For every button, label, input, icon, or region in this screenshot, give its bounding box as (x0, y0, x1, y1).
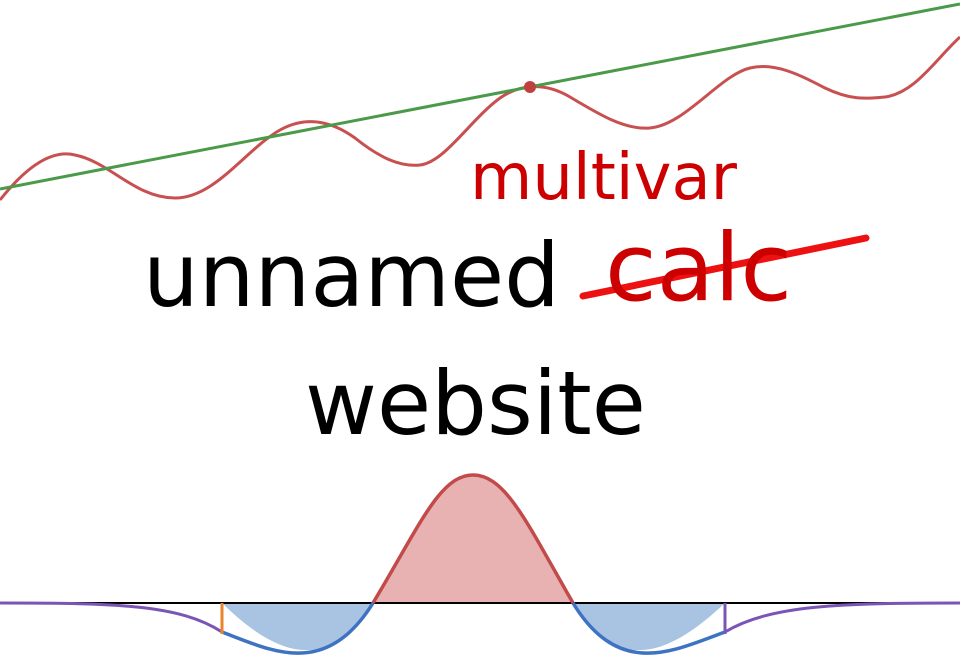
function-curve-right-dip (571, 602, 726, 655)
tangent-wave-graph (0, 2, 960, 201)
negative-area-left (222, 603, 373, 651)
tail-curve-right (724, 601, 960, 634)
function-curve-peak (371, 473, 575, 604)
tail-curve-left (0, 601, 223, 634)
replacement-word: multivar (470, 141, 737, 215)
tangent-point (524, 81, 536, 93)
negative-area-right (573, 603, 725, 651)
title-word-unnamed: unnamed (143, 224, 560, 327)
tangent-line (0, 2, 960, 191)
function-curve-left-dip (221, 602, 375, 655)
title-word-website: website (305, 352, 646, 455)
positive-area-center (373, 475, 573, 603)
wave-curve (0, 35, 960, 201)
integral-area-graph (0, 473, 960, 655)
struck-word: calc (605, 214, 793, 323)
strikethrough-line (579, 234, 870, 300)
